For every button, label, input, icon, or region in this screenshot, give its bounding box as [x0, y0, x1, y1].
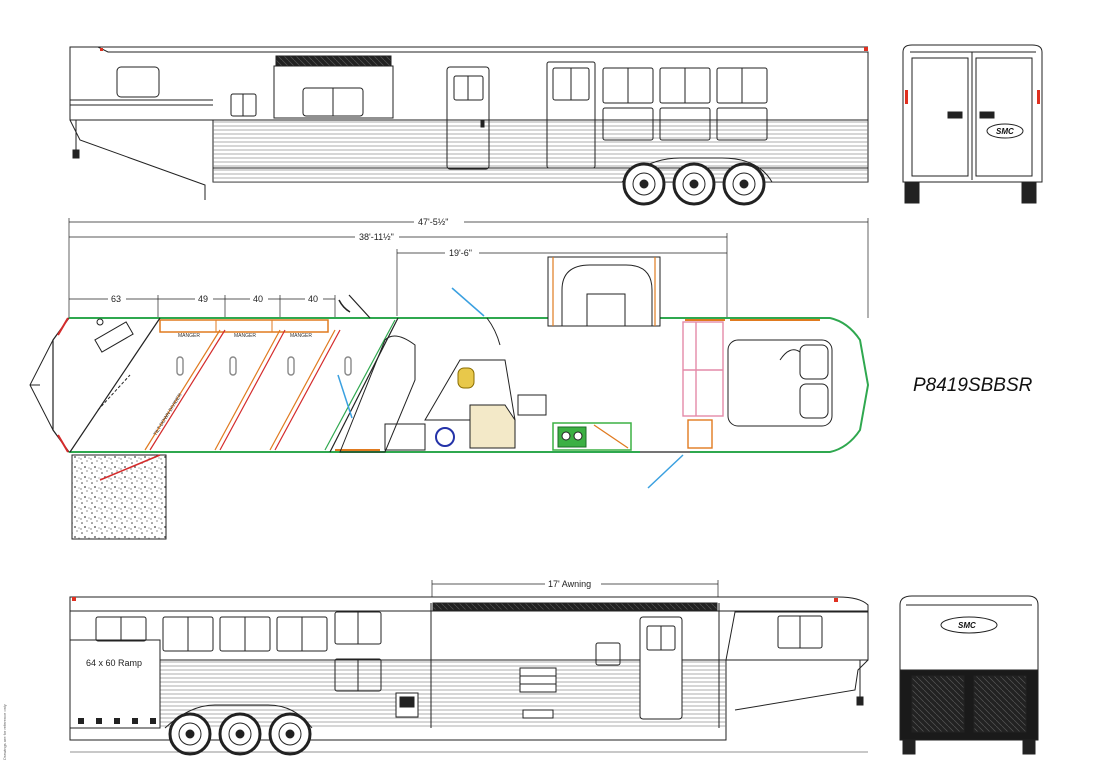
overall-length-label: 47'-5½"	[418, 217, 448, 227]
body-length-label: 38'-11½"	[359, 232, 394, 242]
nose-window	[116, 66, 160, 98]
entry-door-bottom	[639, 616, 683, 720]
front-elevation-bottom: SMC	[899, 595, 1039, 755]
living-length-label: 19'-6"	[449, 248, 472, 258]
stall-width-2: 49	[198, 294, 208, 304]
side-elevation-bottom: 17' Awning 64 x 60 Ramp	[69, 578, 869, 756]
manger-label-2: MANGER	[234, 333, 256, 339]
tack-door	[546, 61, 596, 169]
saddle-rack	[94, 318, 134, 353]
colored-walls	[57, 317, 870, 453]
ramp-area	[71, 454, 167, 540]
tie-rings	[176, 356, 352, 376]
stall-windows-bottom	[95, 611, 823, 692]
toilet-icon	[457, 367, 475, 389]
stall-windows	[602, 67, 768, 141]
lower-siding	[213, 120, 868, 182]
side-margin-note: Drawings are for reference only	[2, 704, 7, 760]
floor-plan: 47'-5½" 38'-11½" 19'-6" 63 49 40 40	[29, 216, 1033, 540]
stall-width-1: 63	[111, 294, 121, 304]
awning-roll	[275, 55, 392, 67]
ramp-door	[69, 639, 161, 729]
sofa	[682, 321, 724, 449]
manger-label-3: MANGER	[290, 333, 312, 339]
door-swings	[337, 287, 684, 489]
side-elevation-top	[69, 46, 869, 206]
mangers: MANGER MANGER MANGER	[159, 319, 329, 339]
lower-siding-bottom	[160, 660, 726, 728]
wheels-top	[622, 162, 766, 206]
slideout-box	[547, 256, 661, 327]
rear-logo-plate	[986, 123, 1024, 139]
awning-roll-bottom	[432, 602, 718, 611]
bed	[727, 339, 833, 427]
front-logo-plate	[940, 616, 998, 634]
entry-door	[446, 66, 490, 170]
model-code: P8419SBBSR	[913, 375, 1033, 396]
stall-width-4: 40	[308, 294, 318, 304]
living-fixtures	[339, 335, 632, 453]
rear-elevation-top: SMC	[902, 44, 1043, 204]
stall-dividers	[69, 317, 399, 453]
manger-label-1: MANGER	[178, 333, 200, 339]
awning-label: 17' Awning	[548, 579, 591, 589]
ramp-label: 64 x 60 Ramp	[86, 658, 142, 668]
brand-logo: SMC	[996, 127, 1014, 136]
wheels-bottom	[168, 712, 312, 756]
brand-logo-front: SMC	[958, 621, 976, 630]
stall-width-3: 40	[253, 294, 263, 304]
sink-icon	[435, 427, 455, 447]
